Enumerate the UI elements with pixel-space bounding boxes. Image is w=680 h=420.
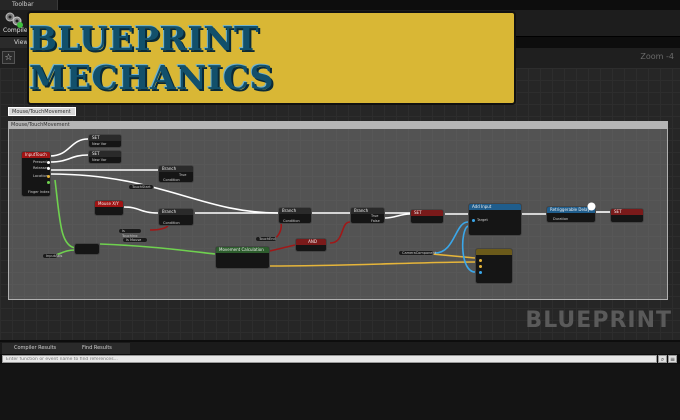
pin-label: Pressed bbox=[33, 160, 47, 164]
float-pin[interactable] bbox=[47, 181, 50, 184]
vector-pin[interactable] bbox=[479, 259, 482, 262]
compile-label: Compile bbox=[3, 27, 28, 34]
pin-label: Condition bbox=[163, 178, 180, 182]
search-options-icon[interactable]: ≡ bbox=[668, 355, 677, 363]
pin-label: Condition bbox=[283, 219, 300, 223]
pin-label: Target bbox=[477, 218, 488, 222]
exec-pin[interactable] bbox=[47, 167, 50, 170]
node-title: Branch bbox=[279, 208, 311, 214]
toolbar-tab[interactable]: Toolbar bbox=[0, 0, 58, 10]
tab-find-results[interactable]: Find Results bbox=[70, 343, 130, 354]
viewport-tab-label: View bbox=[14, 39, 29, 46]
pin-label: True bbox=[371, 214, 379, 218]
branch-node[interactable]: Branch Condition bbox=[158, 208, 194, 226]
pin-label: Location bbox=[33, 174, 48, 178]
star-icon: ☆ bbox=[4, 53, 13, 63]
add-input-node[interactable]: Add Input Target bbox=[468, 203, 522, 236]
compile-button[interactable] bbox=[2, 11, 26, 35]
branch-node[interactable]: Branch True Condition bbox=[158, 165, 194, 183]
variable-node[interactable]: Is Touching bbox=[118, 228, 142, 238]
tab-label: Compiler Results bbox=[14, 345, 57, 351]
movement-calculation-node[interactable]: Movement Calculation bbox=[215, 246, 270, 269]
variable-node[interactable]: Is Mouse bbox=[122, 237, 148, 243]
branch-node[interactable]: Branch True False bbox=[350, 207, 385, 224]
make-vector-node[interactable] bbox=[475, 248, 513, 284]
node-title: SET bbox=[611, 209, 643, 215]
tab-label: Find Results bbox=[82, 345, 112, 351]
node-title: AND bbox=[296, 239, 326, 245]
vector-wire bbox=[431, 253, 476, 259]
node-title bbox=[476, 249, 512, 255]
variable-node[interactable]: CameraComponent bbox=[398, 250, 436, 256]
pin-label: New Var bbox=[92, 142, 107, 146]
compile-icon bbox=[5, 12, 23, 28]
exec-wire bbox=[49, 173, 279, 214]
pin-label: True bbox=[179, 173, 187, 177]
vector-wire bbox=[269, 261, 476, 267]
vector-pin[interactable] bbox=[479, 265, 482, 268]
set-node[interactable]: SET New Var bbox=[88, 150, 122, 164]
input-touch-node[interactable]: InputTouch Pressed Released Location Fin… bbox=[21, 151, 51, 197]
pin-label: Condition bbox=[163, 221, 180, 225]
pin-label: New Var bbox=[92, 158, 107, 162]
float-wire bbox=[54, 179, 76, 249]
comment-tab[interactable]: Mouse/TouchMovement bbox=[8, 107, 76, 116]
float-wire bbox=[99, 243, 216, 255]
node-title: Retriggerable Delay bbox=[547, 207, 595, 213]
retriggerable-delay-node[interactable]: Retriggerable Delay Duration bbox=[546, 206, 596, 223]
variable-node[interactable]: InputAxis bbox=[42, 253, 62, 259]
node-title: InputTouch bbox=[22, 152, 50, 158]
and-node[interactable]: AND bbox=[295, 238, 327, 252]
search-icon[interactable]: ⌕ bbox=[658, 355, 667, 363]
pin-label: Released bbox=[33, 166, 49, 170]
pin-label: Finger Index bbox=[28, 190, 50, 194]
variable-node[interactable]: TouchStart bbox=[128, 184, 154, 190]
set-node[interactable]: SET bbox=[610, 208, 644, 223]
find-results-search-input[interactable] bbox=[2, 355, 657, 363]
exec-wire bbox=[49, 154, 89, 163]
node-title: SET bbox=[89, 135, 121, 141]
comment-title[interactable]: Mouse/TouchMovement bbox=[8, 121, 668, 129]
exec-wire bbox=[49, 138, 89, 157]
bool-wire bbox=[269, 244, 296, 252]
title-banner: BLUEPRINT MECHANICS bbox=[27, 11, 516, 105]
blueprint-graph[interactable] bbox=[0, 68, 680, 340]
blueprint-watermark: BLUEPRINT bbox=[525, 308, 672, 333]
node-title: Add Input bbox=[469, 204, 521, 210]
branch-node[interactable]: Branch Condition bbox=[278, 207, 312, 224]
results-panel bbox=[0, 364, 680, 420]
variable-node[interactable]: TouchEnd bbox=[255, 236, 277, 242]
exec-wire bbox=[123, 206, 159, 214]
node-title: SET bbox=[89, 151, 121, 157]
zoom-label: Zoom -4 bbox=[640, 52, 674, 61]
banner-title: BLUEPRINT MECHANICS bbox=[29, 19, 274, 97]
bool-wire bbox=[329, 221, 351, 244]
pin-label: False bbox=[371, 219, 380, 223]
clock-icon bbox=[587, 202, 596, 211]
node-title: Mouse X/Y bbox=[95, 201, 123, 207]
object-wire bbox=[461, 225, 476, 273]
math-node[interactable] bbox=[74, 243, 100, 255]
favorite-star-button[interactable]: ☆ bbox=[2, 51, 15, 64]
object-wire bbox=[434, 221, 469, 254]
bottom-tab-bar bbox=[0, 342, 680, 354]
mouse-move-node[interactable]: Mouse X/Y bbox=[94, 200, 124, 216]
vector-pin[interactable] bbox=[47, 175, 50, 178]
node-title: Branch bbox=[159, 209, 193, 215]
set-node[interactable]: SET New Var bbox=[88, 134, 122, 148]
object-pin[interactable] bbox=[472, 219, 475, 222]
exec-wire bbox=[384, 213, 411, 219]
node-title: Branch bbox=[159, 166, 193, 172]
node-title: Branch bbox=[351, 208, 384, 214]
node-title: Movement Calculation bbox=[216, 247, 269, 253]
node-title: SET bbox=[411, 210, 443, 216]
exec-pin[interactable] bbox=[47, 161, 50, 164]
set-node[interactable]: SET bbox=[410, 209, 444, 224]
object-pin[interactable] bbox=[479, 271, 482, 274]
tab-compiler-results[interactable]: Compiler Results bbox=[2, 343, 70, 354]
pin-label: Duration bbox=[553, 217, 569, 221]
